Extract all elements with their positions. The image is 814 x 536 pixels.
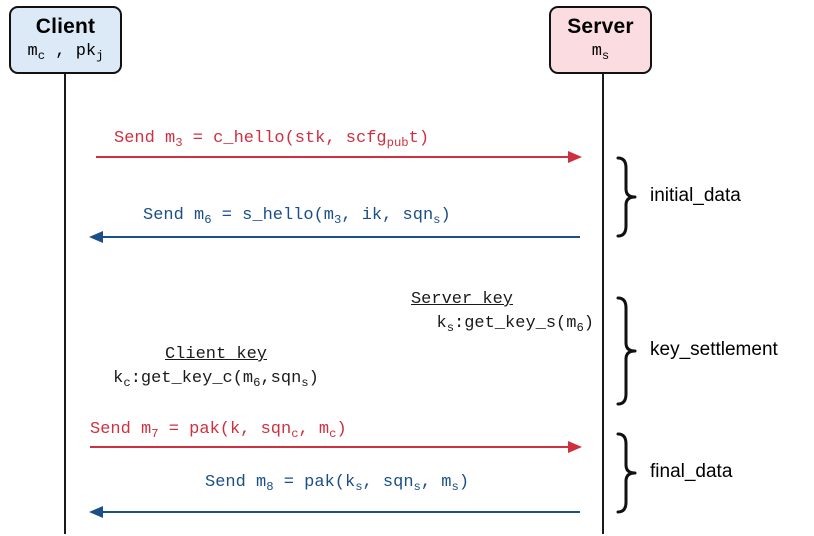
note-body-client-key: kc:get_key_c(m6,sqns) [113,369,319,390]
actor-box-client[interactable]: Client mc , pkj [9,6,122,74]
note-title-server-key: Server key [410,290,514,309]
actor-state-client: mc , pkj [27,42,104,63]
phase-group-initial-data: initial_data [614,156,814,238]
message-label-m7: Send m7 = pak(k, sqnc, mc) [90,420,347,441]
brace-icon-final-data [616,432,637,514]
note-title-client-key: Client key [164,345,268,364]
message-line-m6 [102,236,580,238]
actor-title-client: Client [35,15,96,38]
arrowhead-right-m7 [568,441,582,453]
message-label-m8: Send m8 = pak(ks, sqns, ms) [205,473,470,494]
lifeline-client [64,74,66,534]
actor-box-server[interactable]: Server ms [549,6,652,74]
lifeline-server [602,74,604,534]
actor-title-server: Server [567,15,634,38]
brace-icon-initial-data [616,156,637,238]
phase-label-initial-data: initial_data [650,185,741,206]
arrowhead-left-m6 [89,231,103,243]
actor-state-server: ms [591,42,610,63]
phase-group-final-data: final_data [614,432,814,514]
note-server-key: Server key ks:get_key_s(m6) [330,288,594,336]
arrowhead-right-m3 [568,151,582,163]
note-body-server-key: ks:get_key_s(m6) [436,314,594,335]
message-label-m3: Send m3 = c_hello(stk, scfgpubt) [114,129,430,150]
brace-icon-key-settlement [616,296,637,406]
arrowhead-left-m8 [89,506,103,518]
message-line-m8 [102,511,580,513]
message-line-m3 [96,156,570,158]
phase-group-key-settlement: key_settlement [614,296,814,406]
message-label-m6: Send m6 = s_hello(m3, ik, sqns) [143,206,451,227]
phase-label-key-settlement: key_settlement [650,339,778,360]
message-line-m7 [90,446,570,448]
note-client-key: Client key kc:get_key_c(m6,sqns) [82,343,350,391]
phase-label-final-data: final_data [650,461,733,482]
